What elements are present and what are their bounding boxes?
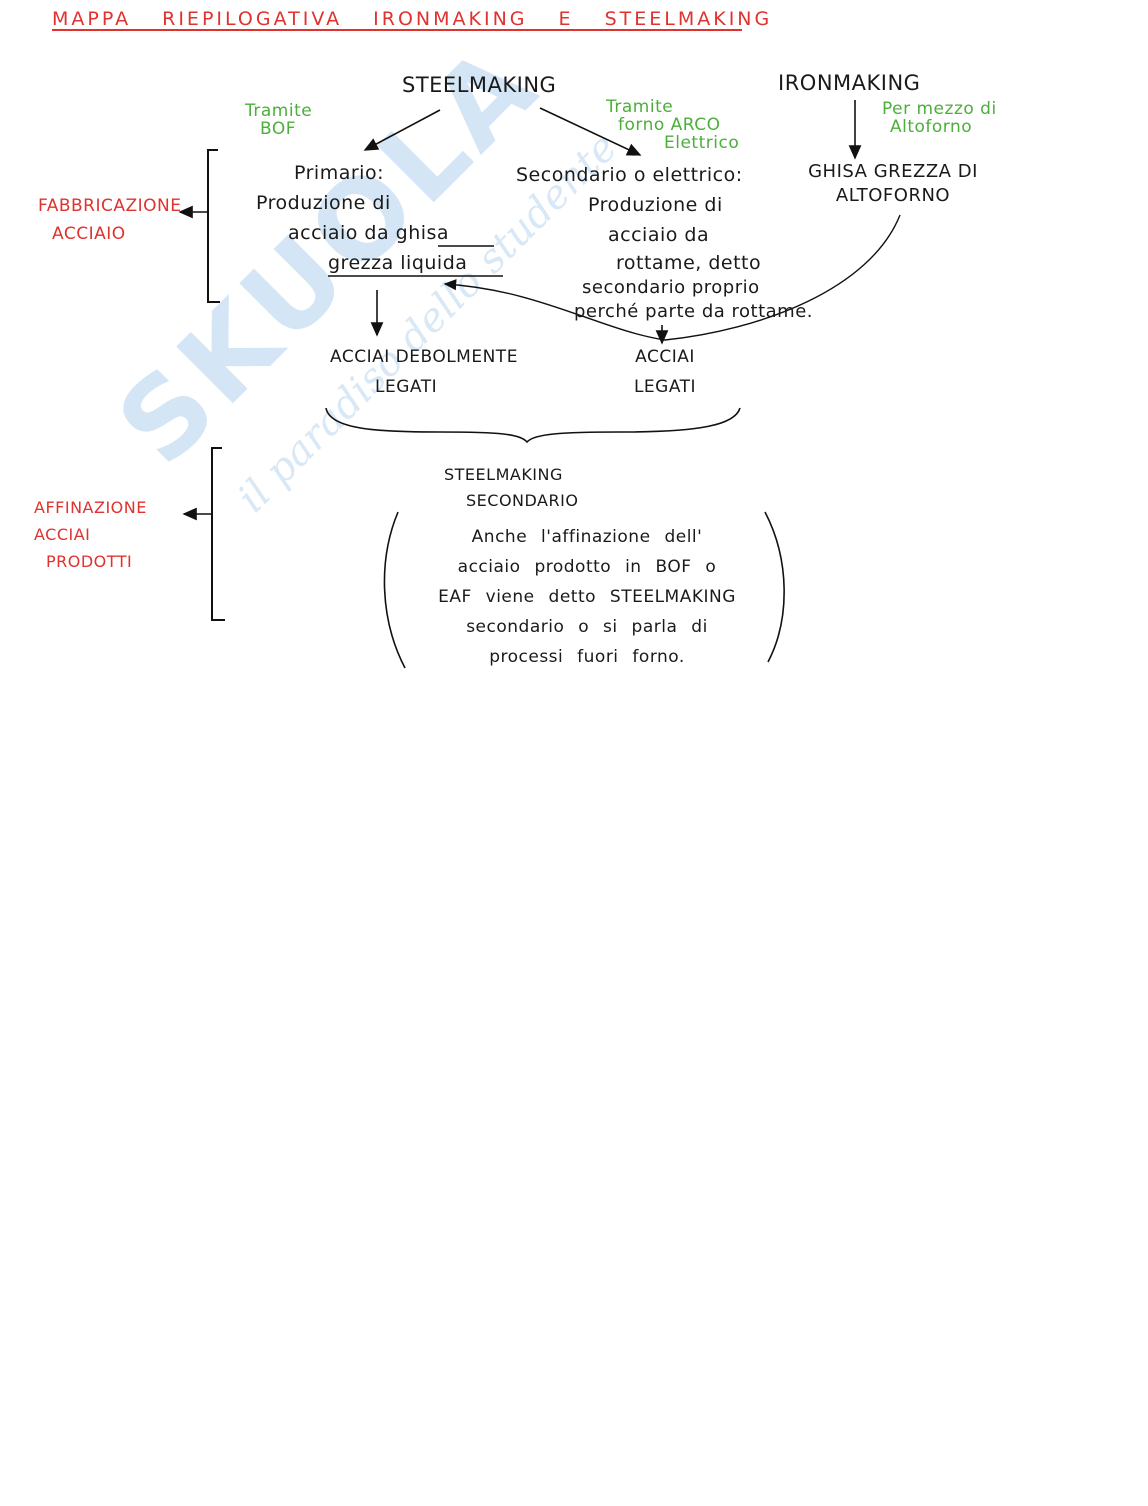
node-steelmaking: STEELMAKING	[402, 73, 557, 97]
arrow-steelmaking-secondario	[539, 107, 642, 156]
bracket-fabbricazione	[207, 149, 220, 303]
arrow-steelmaking-primario	[363, 109, 441, 151]
node-primario: Primario: Produzione di acciaio da ghisa…	[256, 162, 468, 274]
node-secondario: Secondario o elettrico: Produzione di ac…	[516, 164, 813, 322]
paren-right	[764, 511, 785, 663]
node-descrizione: Anche l'affinazione dell' acciaio prodot…	[438, 527, 736, 667]
paren-left	[383, 511, 406, 669]
node-ironmaking: IRONMAKING	[778, 71, 921, 95]
page-title: MAPPA RIEPILOGATIVA IRONMAKING E STEELMA…	[52, 8, 773, 30]
curly-brace	[325, 407, 741, 444]
bracket-affinazione	[211, 447, 225, 621]
